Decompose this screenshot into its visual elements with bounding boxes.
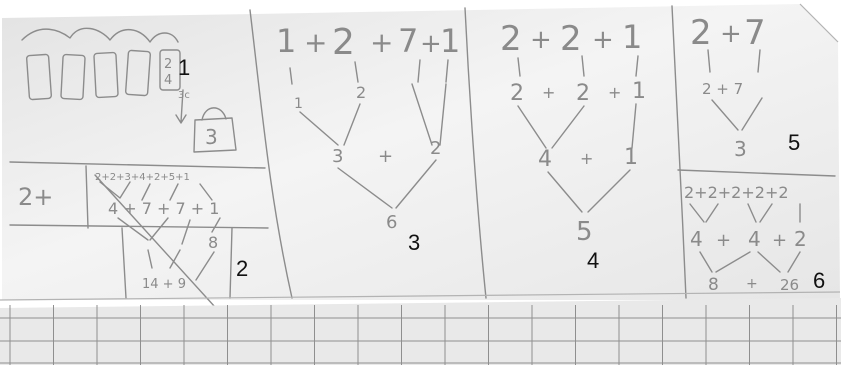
- p6-row2-2: 2: [794, 227, 807, 251]
- bag-value: 3: [205, 125, 218, 149]
- label-4: 4: [587, 248, 599, 273]
- p4-row2-plus-1: +: [542, 83, 555, 102]
- p5-top-plus: +: [720, 19, 742, 49]
- panel2-top-sum: 2+2+3+4+2+5+1: [95, 172, 190, 183]
- p6-row2-4a: 4: [690, 227, 703, 251]
- label-3: 3: [408, 230, 420, 255]
- p3-top-plus-2: +: [370, 26, 393, 59]
- p4-row2-1: 1: [632, 79, 646, 104]
- p3-top-last: 1: [440, 22, 460, 60]
- p4-row3-right: 1: [624, 145, 638, 170]
- p5-row2: 2 + 7: [702, 80, 743, 98]
- p6-row2-plus-1: +: [716, 230, 731, 251]
- p4-row2-plus-2: +: [608, 83, 621, 102]
- p3-row3-plus: +: [378, 146, 393, 167]
- p4-row3-plus: +: [580, 149, 593, 168]
- p3-top-2: 2: [332, 22, 355, 63]
- p4-row2-2b: 2: [576, 81, 590, 106]
- p4-top-plus-1: +: [530, 25, 552, 55]
- p4-row3-left: 4: [538, 147, 552, 172]
- panel2-bottom-sum: 14 + 9: [142, 277, 186, 292]
- p3-row3-right: 2: [430, 138, 441, 159]
- panel2-right-node: 8: [208, 233, 218, 252]
- p4-result: 5: [576, 217, 593, 247]
- p4-top-2a: 2: [500, 19, 522, 59]
- graph-paper-strip: [0, 298, 841, 365]
- p3-top-1: 1: [276, 22, 296, 60]
- p3-top-plus-3: +: [420, 29, 442, 59]
- p3-top-plus-1: +: [304, 26, 327, 59]
- panel2-left-expr: 2+: [18, 183, 53, 211]
- p3-row3-left: 3: [332, 146, 343, 167]
- p5-top-2: 2: [690, 13, 712, 53]
- p4-row2-2a: 2: [510, 81, 524, 106]
- block-bottom-digit: 4: [164, 73, 172, 88]
- label-5: 5: [788, 130, 800, 155]
- p6-row3-right: 26: [780, 276, 799, 294]
- p4-top-1: 1: [622, 18, 642, 56]
- p3-result: 6: [386, 212, 397, 233]
- p5-top-7: 7: [744, 13, 766, 53]
- p6-row2-4b: 4: [748, 227, 761, 251]
- p6-row3-plus: +: [746, 276, 758, 292]
- label-2: 2: [236, 256, 248, 281]
- label-6: 6: [813, 268, 825, 293]
- p3-row2-left: 1: [294, 96, 303, 112]
- p6-top-expr: 2+2+2+2+2: [684, 183, 789, 202]
- p3-top-7: 7: [398, 22, 418, 60]
- p4-top-plus-2: +: [592, 25, 614, 55]
- block-top-digit: 2: [164, 57, 172, 72]
- p6-row2-plus-2: +: [772, 230, 787, 251]
- p4-top-2b: 2: [560, 19, 582, 59]
- p6-row3-left: 8: [708, 275, 719, 295]
- p3-row2-right: 2: [356, 83, 366, 102]
- arrow-note: 3c: [178, 90, 190, 101]
- p5-result: 3: [734, 137, 747, 161]
- label-1: 1: [178, 55, 190, 80]
